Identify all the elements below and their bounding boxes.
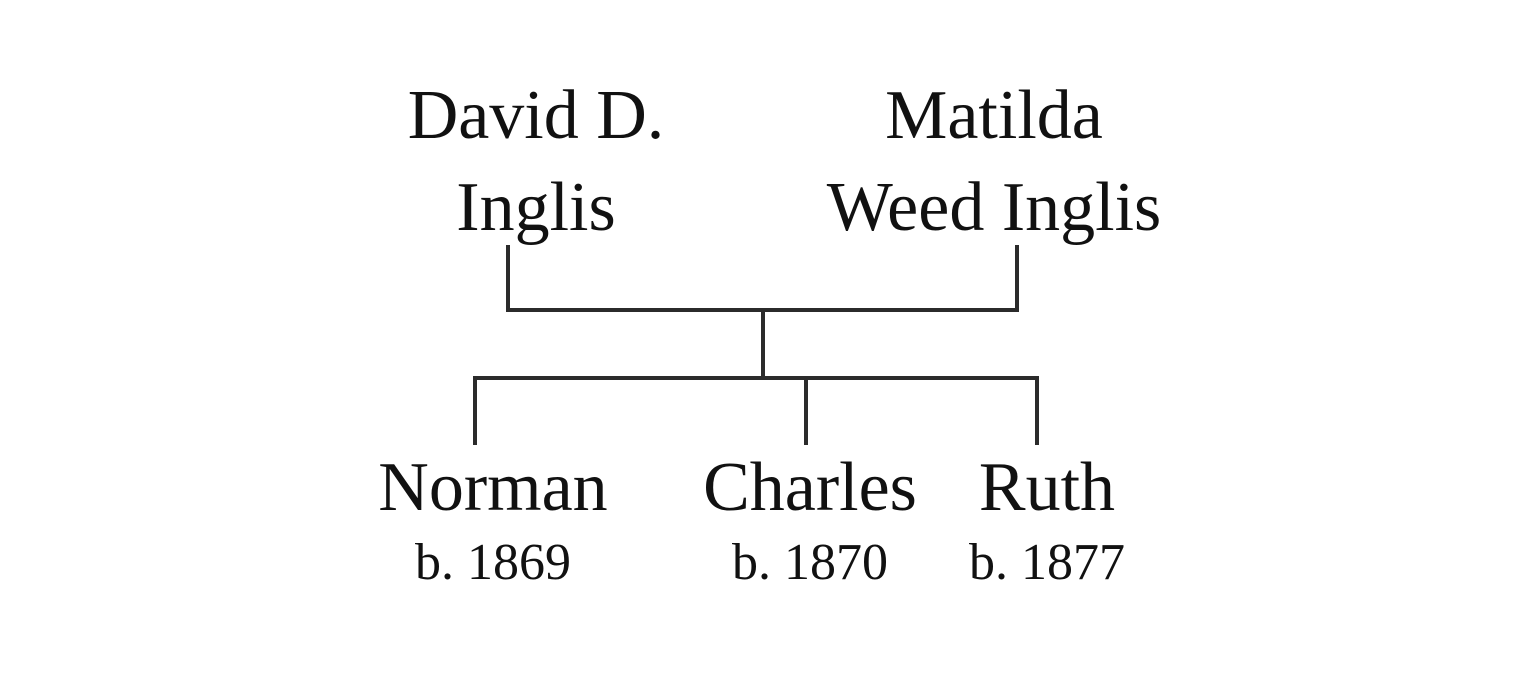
child-birth-norman: b. 1869 [415,534,571,591]
sibling-line [473,376,1039,380]
father-drop-line [506,245,510,312]
parent-father: David D. Inglis [386,70,686,254]
child-name-ruth: Ruth [978,449,1116,526]
child-birth-charles: b. 1870 [732,534,888,591]
child-name-norman: Norman [378,449,608,526]
mother-name-line1: Matilda [885,77,1103,154]
descent-line [761,310,765,380]
child-drop-line-norman [473,376,477,445]
child-drop-line-charles [804,376,808,445]
father-name-line1: David D. [407,77,665,154]
child-drop-line-ruth [1035,376,1039,445]
parent-mother: Matilda Weed Inglis [794,70,1194,254]
child-birth-ruth: b. 1877 [969,534,1125,591]
father-name-line2: Inglis [456,169,616,246]
child-name-charles: Charles [703,449,917,526]
mother-drop-line [1015,245,1019,312]
mother-name-line2: Weed Inglis [826,169,1162,246]
